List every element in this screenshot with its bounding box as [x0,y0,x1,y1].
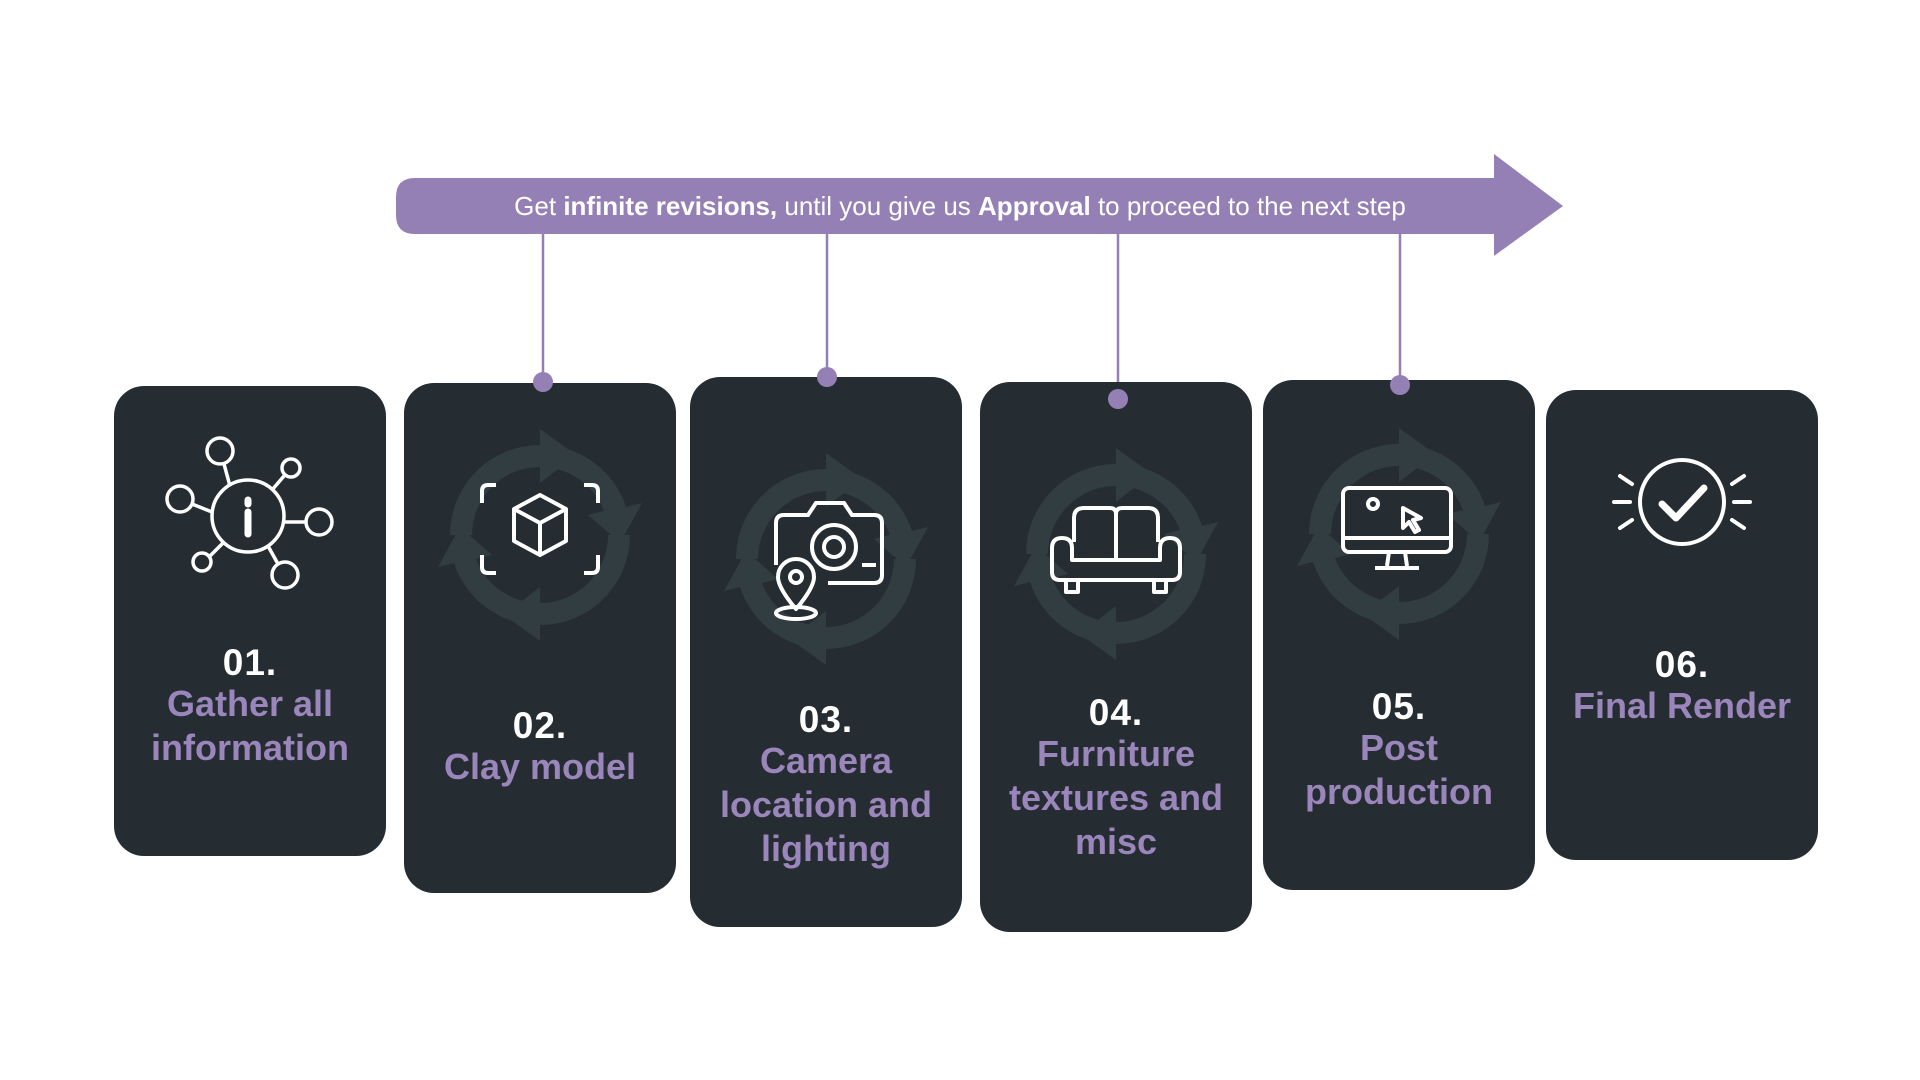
step-title-line: Gather all [166,683,334,724]
step-number: 01. [222,642,278,683]
revision-loop-icon [1014,448,1218,660]
step-title: Clay model [404,745,676,789]
banner-suffix: to proceed to the next step [1090,191,1406,221]
banner-bold-approval: Approval [978,191,1091,221]
step-card-03: 03. Camera location and lighting [690,377,962,927]
info-network-icon [165,436,334,590]
step-card-01: 01. Gather all information [114,386,386,856]
step-title-line: production [1305,771,1493,812]
step-card-05: 05. Post production [1263,380,1535,890]
step-title-line: Post [1359,727,1438,768]
step-number: 05. [1371,686,1427,727]
banner-middle: until you give us [777,191,979,221]
step-title-line: information [151,727,349,768]
approval-arrow [396,154,1563,256]
approval-banner-text: Get infinite revisions, until you give u… [420,186,1500,226]
step-title-line: misc [1074,821,1158,862]
step-number: 06. [1654,644,1710,685]
revision-loop-icon [438,429,642,641]
step-title-line: location and [719,784,932,825]
step-title: Final Render [1546,684,1818,728]
step-number: 03. [798,699,854,740]
sofa-icon [1050,506,1182,594]
step-title-line: Final Render [1572,685,1792,726]
camera-location-icon [774,501,884,621]
step-card-04: 04. Furniture textures and misc [980,382,1252,932]
step-card-06: 06. Final Render [1546,390,1818,860]
step-number: 04. [1088,692,1144,733]
banner-prefix: Get [514,191,564,221]
step-card-02: 02. Clay model [404,383,676,893]
step-title: Camera location and lighting [690,739,962,871]
step-title-line: Clay model [443,746,637,787]
step-title: Furniture textures and misc [980,732,1252,864]
step-title: Post production [1263,726,1535,814]
revision-loop-icon [724,453,928,665]
checkmark-burst-icon [1612,458,1752,546]
revision-loop-icon [1297,428,1501,640]
banner-bold-revisions: infinite revisions, [563,191,778,221]
step-title-line: Furniture [1037,733,1195,774]
connector-lines [541,234,1402,397]
step-title-line: lighting [761,828,891,869]
step-title-line: textures and [1008,777,1224,818]
step-number: 02. [512,705,568,746]
3d-cube-scan-icon [480,483,600,575]
monitor-cursor-icon [1341,486,1453,570]
step-title: Gather all information [114,682,386,770]
step-title-line: Camera [759,740,893,781]
